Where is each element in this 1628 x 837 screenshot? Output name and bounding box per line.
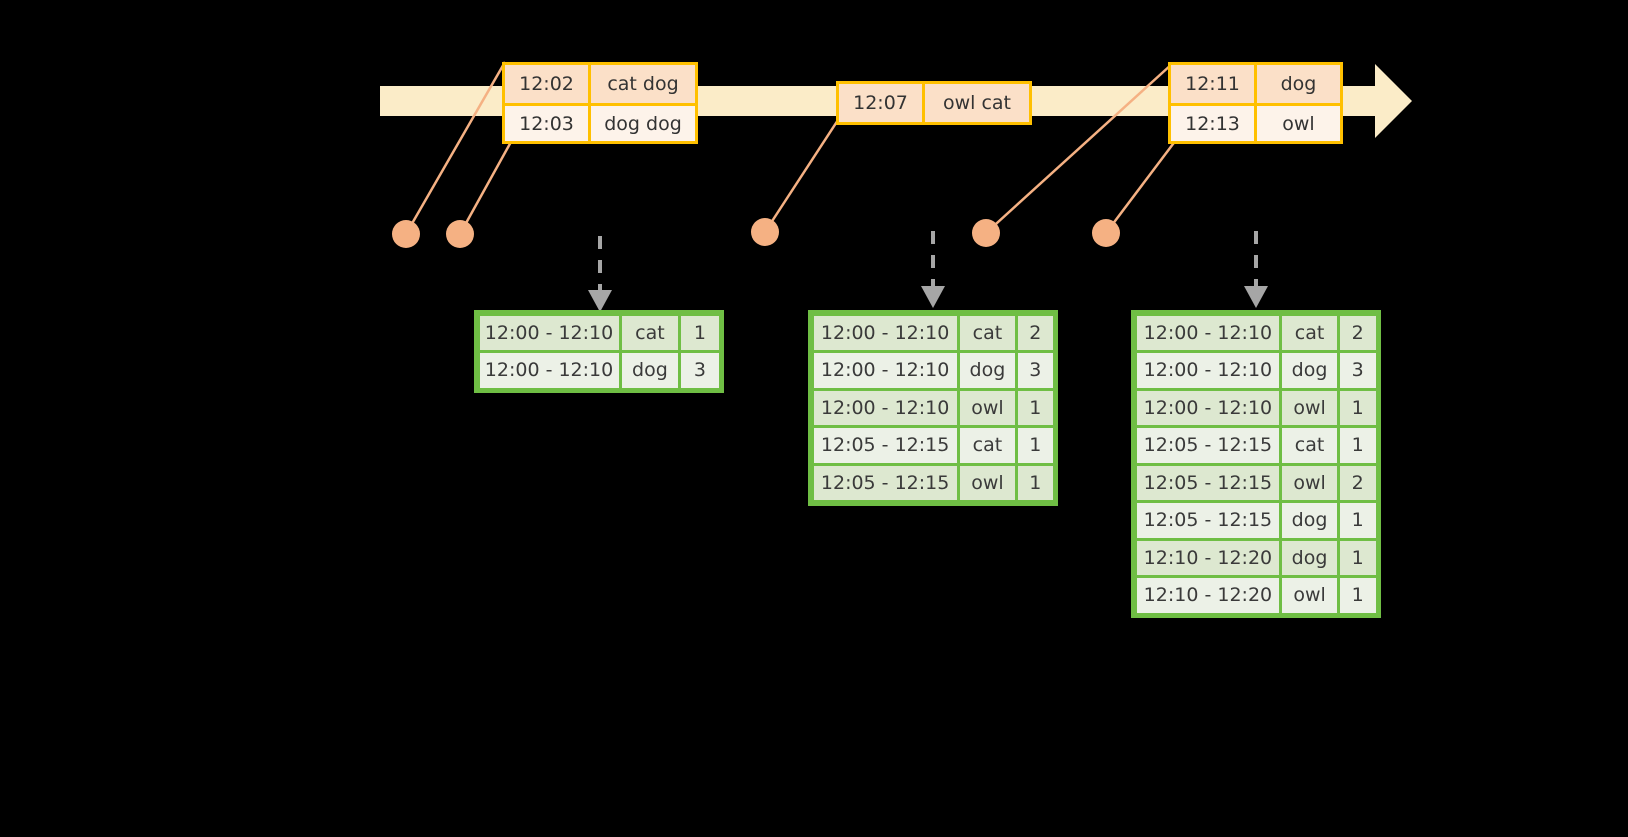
window-cell: 12:00 - 12:10 <box>1136 390 1280 425</box>
word-cell: owl <box>959 390 1016 425</box>
window-cell: 12:10 - 12:20 <box>1136 540 1280 575</box>
table-row[interactable]: 12:00 - 12:10 cat 2 <box>1135 314 1377 352</box>
window-cell: 12:05 - 12:15 <box>813 428 957 463</box>
window-cell: 12:10 - 12:20 <box>1136 578 1280 613</box>
word-cell: owl <box>1282 465 1337 500</box>
table-row[interactable]: 12:05 - 12:15 owl 1 <box>812 464 1054 502</box>
event-row[interactable]: 12:02 cat dog <box>505 65 695 103</box>
window-cell: 12:05 - 12:15 <box>813 465 957 500</box>
window-cell: 12:05 - 12:15 <box>1136 428 1280 463</box>
count-cell: 3 <box>1018 353 1053 388</box>
word-cell: cat <box>959 428 1016 463</box>
emit-arrows <box>588 231 1268 312</box>
event-time: 12:02 <box>505 65 591 103</box>
table-row[interactable]: 12:00 - 12:10 cat 2 <box>812 314 1054 352</box>
word-cell: owl <box>1282 390 1337 425</box>
word-cell: owl <box>1282 578 1337 613</box>
event-dot-3 <box>751 218 779 246</box>
word-cell: cat <box>1282 315 1337 350</box>
count-cell: 1 <box>1018 390 1053 425</box>
word-cell: dog <box>1282 540 1337 575</box>
count-cell: 1 <box>1339 428 1376 463</box>
table-row[interactable]: 12:00 - 12:10 owl 1 <box>812 389 1054 427</box>
event-dot-5 <box>1092 219 1120 247</box>
event-words: dog dog <box>591 106 695 141</box>
window-cell: 12:00 - 12:10 <box>479 353 619 388</box>
event-box-1[interactable]: 12:02 cat dog 12:03 dog dog <box>502 62 698 144</box>
count-cell: 3 <box>681 353 719 388</box>
count-cell: 3 <box>1339 353 1376 388</box>
word-cell: dog <box>621 353 679 388</box>
result-table-2[interactable]: 12:00 - 12:10 cat 2 12:00 - 12:10 dog 3 … <box>808 310 1058 506</box>
count-cell: 1 <box>1339 540 1376 575</box>
word-cell: cat <box>621 315 679 350</box>
count-cell: 1 <box>1339 503 1376 538</box>
word-cell: dog <box>1282 503 1337 538</box>
event-words: cat dog <box>591 65 695 103</box>
table-row[interactable]: 12:00 - 12:10 dog 3 <box>478 352 720 390</box>
count-cell: 2 <box>1339 465 1376 500</box>
window-cell: 12:00 - 12:10 <box>813 390 957 425</box>
window-cell: 12:05 - 12:15 <box>1136 503 1280 538</box>
result-table-3[interactable]: 12:00 - 12:10 cat 2 12:00 - 12:10 dog 3 … <box>1131 310 1381 618</box>
window-cell: 12:00 - 12:10 <box>1136 315 1280 350</box>
window-cell: 12:00 - 12:10 <box>813 315 957 350</box>
count-cell: 1 <box>1339 578 1376 613</box>
event-time: 12:11 <box>1171 65 1257 103</box>
event-dots <box>392 218 1120 248</box>
table-row[interactable]: 12:00 - 12:10 cat 1 <box>478 314 720 352</box>
event-words: owl <box>1257 106 1340 141</box>
window-cell: 12:05 - 12:15 <box>1136 465 1280 500</box>
event-row[interactable]: 12:11 dog <box>1171 65 1340 103</box>
event-box-3[interactable]: 12:11 dog 12:13 owl <box>1168 62 1343 144</box>
count-cell: 1 <box>681 315 719 350</box>
table-row[interactable]: 12:00 - 12:10 dog 3 <box>1135 352 1377 390</box>
emit-arrow-1-head <box>588 290 612 312</box>
event-box-2[interactable]: 12:07 owl cat <box>836 81 1032 125</box>
event-dot-2 <box>446 220 474 248</box>
word-cell: dog <box>959 353 1016 388</box>
count-cell: 1 <box>1018 465 1053 500</box>
event-time: 12:07 <box>839 84 925 122</box>
table-row[interactable]: 12:05 - 12:15 dog 1 <box>1135 502 1377 540</box>
window-cell: 12:00 - 12:10 <box>813 353 957 388</box>
word-cell: cat <box>959 315 1016 350</box>
count-cell: 1 <box>1018 428 1053 463</box>
event-time: 12:13 <box>1171 106 1257 141</box>
table-row[interactable]: 12:00 - 12:10 dog 3 <box>812 352 1054 390</box>
count-cell: 1 <box>1339 390 1376 425</box>
count-cell: 2 <box>1018 315 1053 350</box>
event-dot-4 <box>972 219 1000 247</box>
word-cell: cat <box>1282 428 1337 463</box>
word-cell: owl <box>959 465 1016 500</box>
event-row[interactable]: 12:03 dog dog <box>505 103 695 141</box>
table-row[interactable]: 12:05 - 12:15 owl 2 <box>1135 464 1377 502</box>
event-row[interactable]: 12:07 owl cat <box>839 84 1029 122</box>
table-row[interactable]: 12:05 - 12:15 cat 1 <box>812 427 1054 465</box>
table-row[interactable]: 12:10 - 12:20 dog 1 <box>1135 539 1377 577</box>
event-row[interactable]: 12:13 owl <box>1171 103 1340 141</box>
emit-arrow-3-head <box>1244 286 1268 308</box>
table-row[interactable]: 12:05 - 12:15 cat 1 <box>1135 427 1377 465</box>
event-words: dog <box>1257 65 1340 103</box>
count-cell: 2 <box>1339 315 1376 350</box>
table-row[interactable]: 12:10 - 12:20 owl 1 <box>1135 577 1377 615</box>
word-cell: dog <box>1282 353 1337 388</box>
result-table-1[interactable]: 12:00 - 12:10 cat 1 12:00 - 12:10 dog 3 <box>474 310 724 393</box>
emit-arrow-2-head <box>921 286 945 308</box>
window-cell: 12:00 - 12:10 <box>1136 353 1280 388</box>
event-time: 12:03 <box>505 106 591 141</box>
window-cell: 12:00 - 12:10 <box>479 315 619 350</box>
event-dot-1 <box>392 220 420 248</box>
event-words: owl cat <box>925 84 1029 122</box>
table-row[interactable]: 12:00 - 12:10 owl 1 <box>1135 389 1377 427</box>
